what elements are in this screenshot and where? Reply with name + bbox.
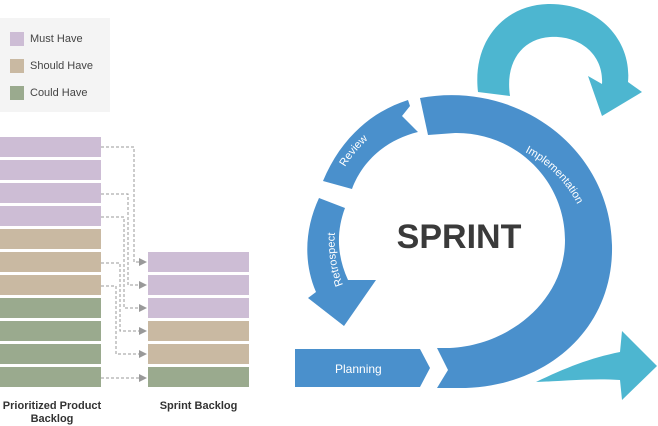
connector-line bbox=[101, 146, 147, 266]
backlog-item-should bbox=[0, 252, 101, 272]
could-have-swatch bbox=[10, 86, 24, 100]
release-arrow bbox=[536, 331, 657, 400]
planning-arrow bbox=[295, 349, 430, 387]
product-backlog-caption: Prioritized Product Backlog bbox=[0, 400, 104, 426]
retrospect-arc bbox=[307, 198, 376, 326]
daily-loop-arrow bbox=[477, 3, 642, 117]
must-have-swatch bbox=[10, 32, 24, 46]
connector-line bbox=[101, 193, 147, 289]
sprint-backlog-caption: Sprint Backlog bbox=[159, 400, 238, 412]
connector-line bbox=[101, 262, 147, 335]
backlog-item-must bbox=[0, 160, 101, 180]
backlog-item-should bbox=[0, 275, 101, 295]
legend-label: Could Have bbox=[30, 87, 88, 99]
backlog-item-could bbox=[0, 367, 101, 387]
connector-line bbox=[101, 216, 147, 312]
implementation-arc bbox=[420, 95, 613, 389]
backlog-item-must bbox=[0, 183, 101, 203]
backlog-item-should bbox=[148, 321, 249, 341]
backlog-item-could bbox=[148, 367, 249, 387]
backlog-item-could bbox=[0, 344, 101, 364]
backlog-item-should bbox=[0, 229, 101, 249]
backlog-item-could bbox=[0, 298, 101, 318]
priority-legend: Must Have Should Have Could Have bbox=[0, 18, 110, 112]
legend-label: Must Have bbox=[30, 33, 83, 45]
backlog-item-must bbox=[0, 137, 101, 157]
backlog-item-should bbox=[148, 344, 249, 364]
connector-line bbox=[101, 285, 147, 358]
legend-label: Should Have bbox=[30, 60, 93, 72]
backlog-item-must bbox=[148, 252, 249, 272]
backlog-item-must bbox=[0, 206, 101, 226]
backlog-item-must bbox=[148, 275, 249, 295]
caption-line: Backlog bbox=[30, 413, 74, 425]
backlog-item-must bbox=[148, 298, 249, 318]
review-arc bbox=[323, 100, 418, 189]
planning-label: Planning bbox=[335, 362, 382, 376]
should-have-swatch bbox=[10, 59, 24, 73]
caption-line: Prioritized Product bbox=[2, 400, 102, 412]
sprint-center-label: SPRINT bbox=[397, 218, 522, 256]
backlog-item-could bbox=[0, 321, 101, 341]
